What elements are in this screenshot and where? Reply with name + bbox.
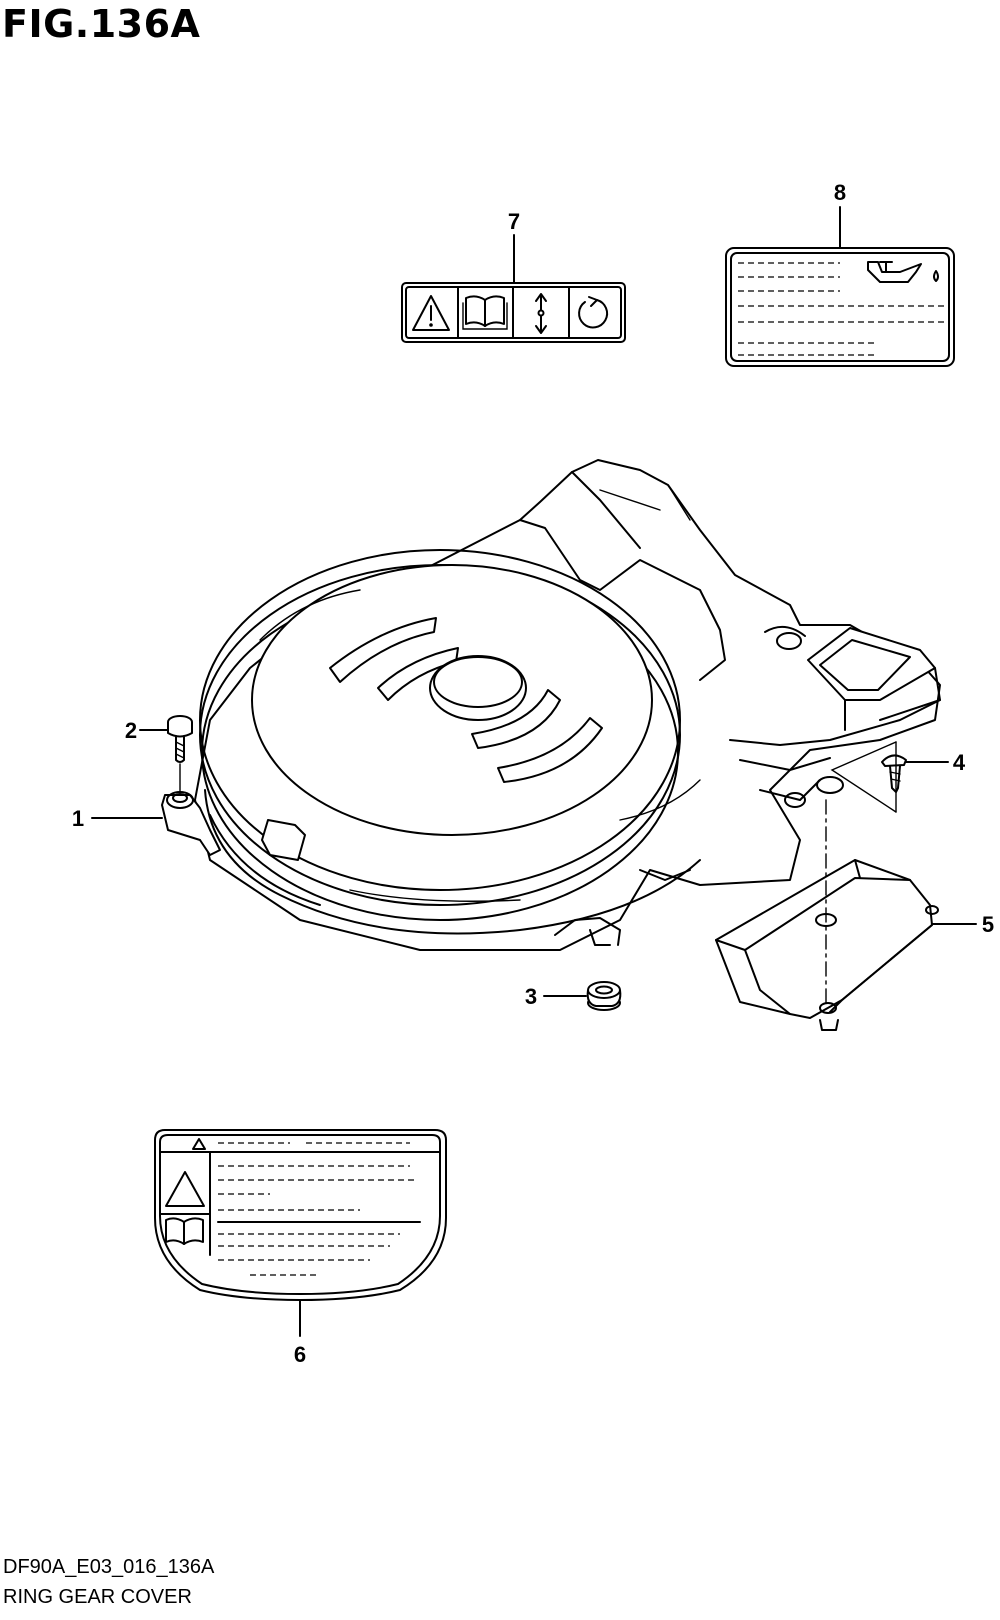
decal-7[interactable] xyxy=(401,282,626,343)
figure-title: FIG.136A xyxy=(2,2,201,46)
label-6[interactable] xyxy=(154,1129,447,1301)
ring-gear-cover[interactable] xyxy=(161,459,941,951)
callout-1: 1 xyxy=(72,806,84,831)
callout-4: 4 xyxy=(953,750,966,775)
callout-8: 8 xyxy=(834,180,846,205)
bracket-cover-5[interactable] xyxy=(715,859,939,1031)
rotation-arrow-icon xyxy=(578,296,609,329)
callout-7: 7 xyxy=(508,209,520,234)
up-down-arrow-icon xyxy=(535,293,547,334)
manual-book-icon xyxy=(462,295,508,330)
grommet-3[interactable] xyxy=(586,981,622,1011)
callout-6: 6 xyxy=(294,1342,306,1367)
label-8[interactable] xyxy=(725,247,955,367)
oil-can-icon xyxy=(867,261,939,283)
callout-5: 5 xyxy=(982,912,994,937)
figure-name: RING GEAR COVER xyxy=(3,1586,192,1608)
manual-book-icon xyxy=(165,1217,204,1245)
screw-4[interactable] xyxy=(881,754,907,793)
bolt-2[interactable] xyxy=(167,715,193,793)
warning-triangle-icon xyxy=(165,1138,206,1207)
callout-3: 3 xyxy=(525,984,537,1009)
warning-triangle-icon xyxy=(412,295,450,331)
callout-2: 2 xyxy=(125,718,137,743)
figure-code: DF90A_E03_016_136A xyxy=(3,1556,215,1578)
